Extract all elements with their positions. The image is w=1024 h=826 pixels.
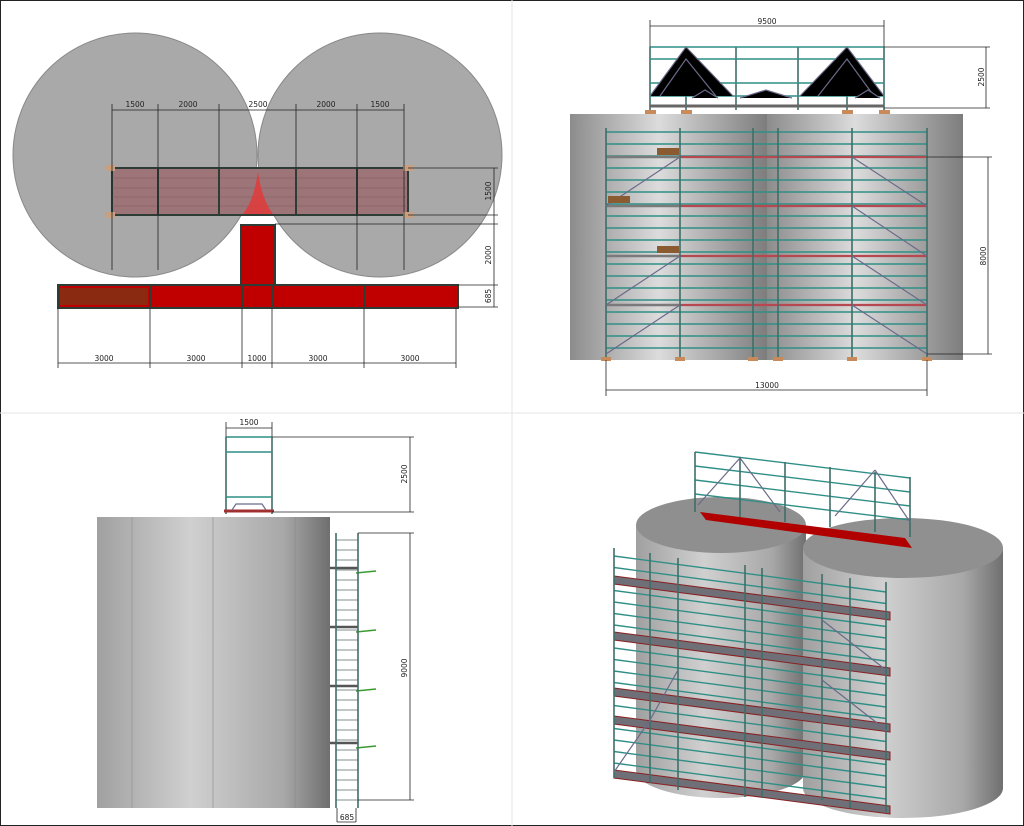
roof-brace [697,457,741,506]
roof-ledger [694,493,911,521]
silo-left-plan [12,32,258,278]
diagonal-brace [821,679,887,731]
dim-label: 2500 [977,67,986,86]
dim-label: 2000 [316,100,335,109]
dim-label: 2000 [484,245,493,264]
dim-label: 1500 [125,100,144,109]
side-top-frame [224,436,274,514]
stair-hatch [657,148,679,155]
dim-label: 1500 [370,100,389,109]
dim-label: 3000 [308,354,327,363]
diagonal-brace [605,304,681,355]
tie [355,745,377,749]
base-plate [748,357,758,361]
silo-side [97,517,330,808]
silo-right-roof [803,518,1003,578]
side-scaffold-tower [330,533,377,808]
silo-left-roof [636,497,806,553]
dim-label: 2500 [248,100,267,109]
ledger [613,566,887,605]
diagonal-brace [821,619,887,671]
dim-label: 1500 [239,418,258,427]
access-stub-deck [240,224,276,286]
roof-ledger [694,479,911,507]
dim-label: 1000 [247,354,266,363]
dim-label: 3000 [186,354,205,363]
ledger [613,670,887,708]
diagonal-brace [851,156,928,207]
dim-label: 9500 [757,17,776,26]
front-view: 9500 2500 8000 13000 [570,17,992,396]
ledger [613,739,887,777]
ledger [613,624,887,662]
ledger [613,612,887,651]
stair-hatch [608,196,630,203]
ledger [613,762,887,800]
ledger [613,647,887,685]
dim-label: 1500 [484,181,493,200]
ledger [613,658,887,697]
ledger [613,727,887,766]
roof-brace [874,469,911,523]
dim-label: 2000 [178,100,197,109]
dim-label: 685 [340,813,355,822]
dim-label: 3000 [400,354,419,363]
ledger [613,589,887,628]
dim-label: 13000 [755,381,779,390]
base-plate [922,357,932,361]
stair-bay [60,288,148,305]
iso-scaffold [613,451,911,815]
base-plate [847,357,857,361]
bottom-scaffold-deck [57,284,459,309]
dim-label: 2500 [400,464,409,483]
roof-brace [739,457,781,513]
top-scaffold-frame [645,46,890,114]
base-plate [773,357,783,361]
ledger [613,750,887,789]
roof-ledger [694,465,911,493]
diagonal-brace [649,669,679,721]
plan-view: 1500 2000 2500 2000 1500 3000 3000 1000 … [12,32,503,368]
dim-label: 685 [484,289,493,304]
dim-label: 3000 [94,354,113,363]
roof-walkway-deck [700,512,912,548]
tie [355,629,377,633]
silo-right-front [767,114,963,360]
roof-brace [834,469,876,517]
tie [355,570,377,574]
diagonal-brace [851,205,928,257]
dim-label: 9000 [400,658,409,677]
ledger [613,555,887,593]
diagonal-brace [605,255,681,306]
side-view: 1500 2500 9000 685 [97,418,414,823]
ledger [613,601,887,639]
tie [355,688,377,692]
isometric-view [613,451,1003,818]
facade-scaffold [601,128,932,361]
stair-hatch [657,246,679,253]
dim-label: 8000 [979,246,988,265]
silo-right-plan [257,32,503,278]
diagonal-brace [851,304,928,355]
diagonal-brace [851,255,928,306]
base-plate [601,357,611,361]
diagonal-brace [613,719,651,773]
bridge-deck-triangle [243,172,273,214]
ledger [613,704,887,743]
silo-right-iso [803,548,1003,818]
ledger [613,681,887,720]
roof-ledger [694,451,911,479]
base-plate [675,357,685,361]
